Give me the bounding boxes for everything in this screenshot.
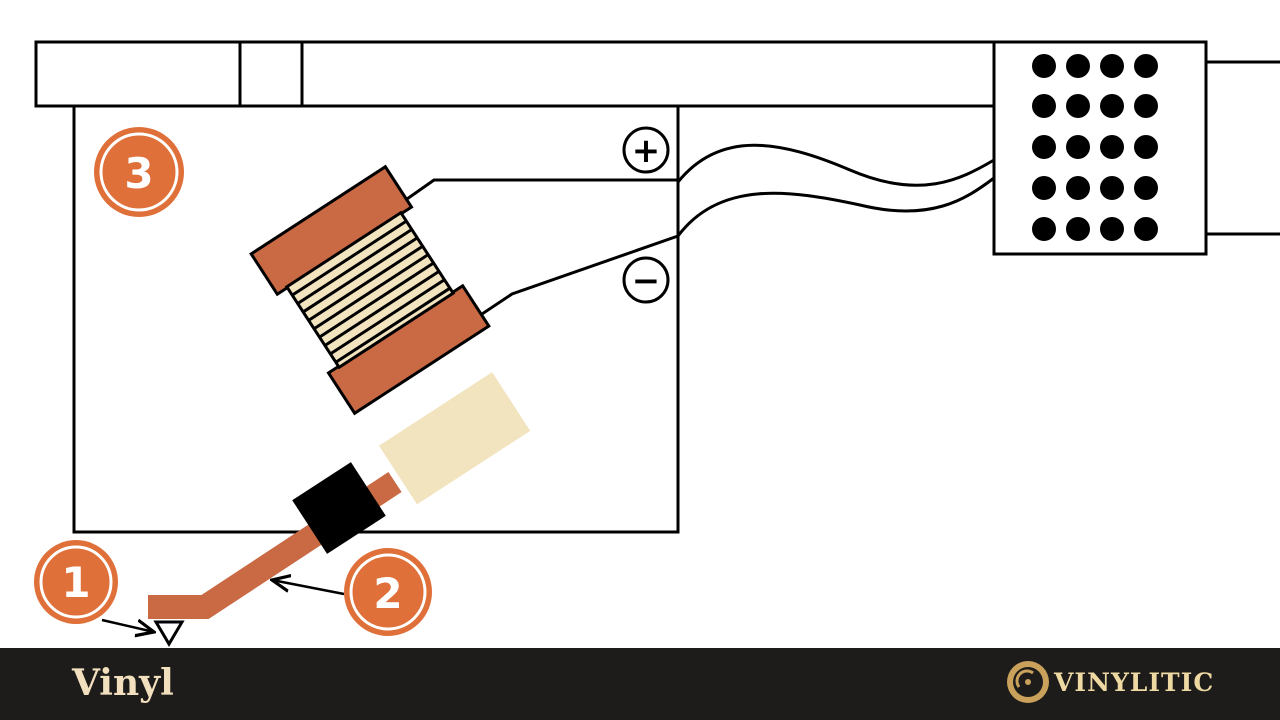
badge-stylus: 1: [34, 540, 118, 624]
pin-connector: [992, 40, 1280, 256]
negative-terminal-icon: −: [622, 256, 670, 304]
cartridge-body: [72, 104, 680, 534]
signal-wires: [676, 143, 995, 237]
brand-name: VINYLITIC: [1054, 667, 1215, 697]
footer-bar: [0, 648, 1280, 720]
footer-label: Vinyl: [72, 662, 174, 704]
brand[interactable]: VINYLITIC: [1006, 660, 1214, 704]
tonearm: [34, 40, 998, 108]
damper: [292, 462, 386, 554]
cantilever-pointer-arrow: [272, 580, 345, 596]
svg-text:1: 1: [61, 558, 90, 607]
svg-text:3: 3: [124, 149, 153, 198]
magnet: [378, 372, 531, 505]
stylus-tip: [153, 620, 185, 647]
svg-text:2: 2: [373, 569, 402, 618]
connector-pins: [1032, 54, 1158, 241]
coil: [249, 164, 491, 416]
badge-cantilever: 2: [344, 548, 432, 636]
stylus-pointer-arrow: [101, 618, 154, 632]
svg-text:−: −: [632, 261, 661, 301]
positive-terminal-icon: +: [622, 126, 670, 174]
badge-cartridge: 3: [94, 127, 184, 217]
cartridge-diagram: + − 3: [34, 40, 1280, 647]
vinyl-record-logo-icon: [1007, 661, 1049, 703]
svg-text:+: +: [632, 131, 661, 171]
